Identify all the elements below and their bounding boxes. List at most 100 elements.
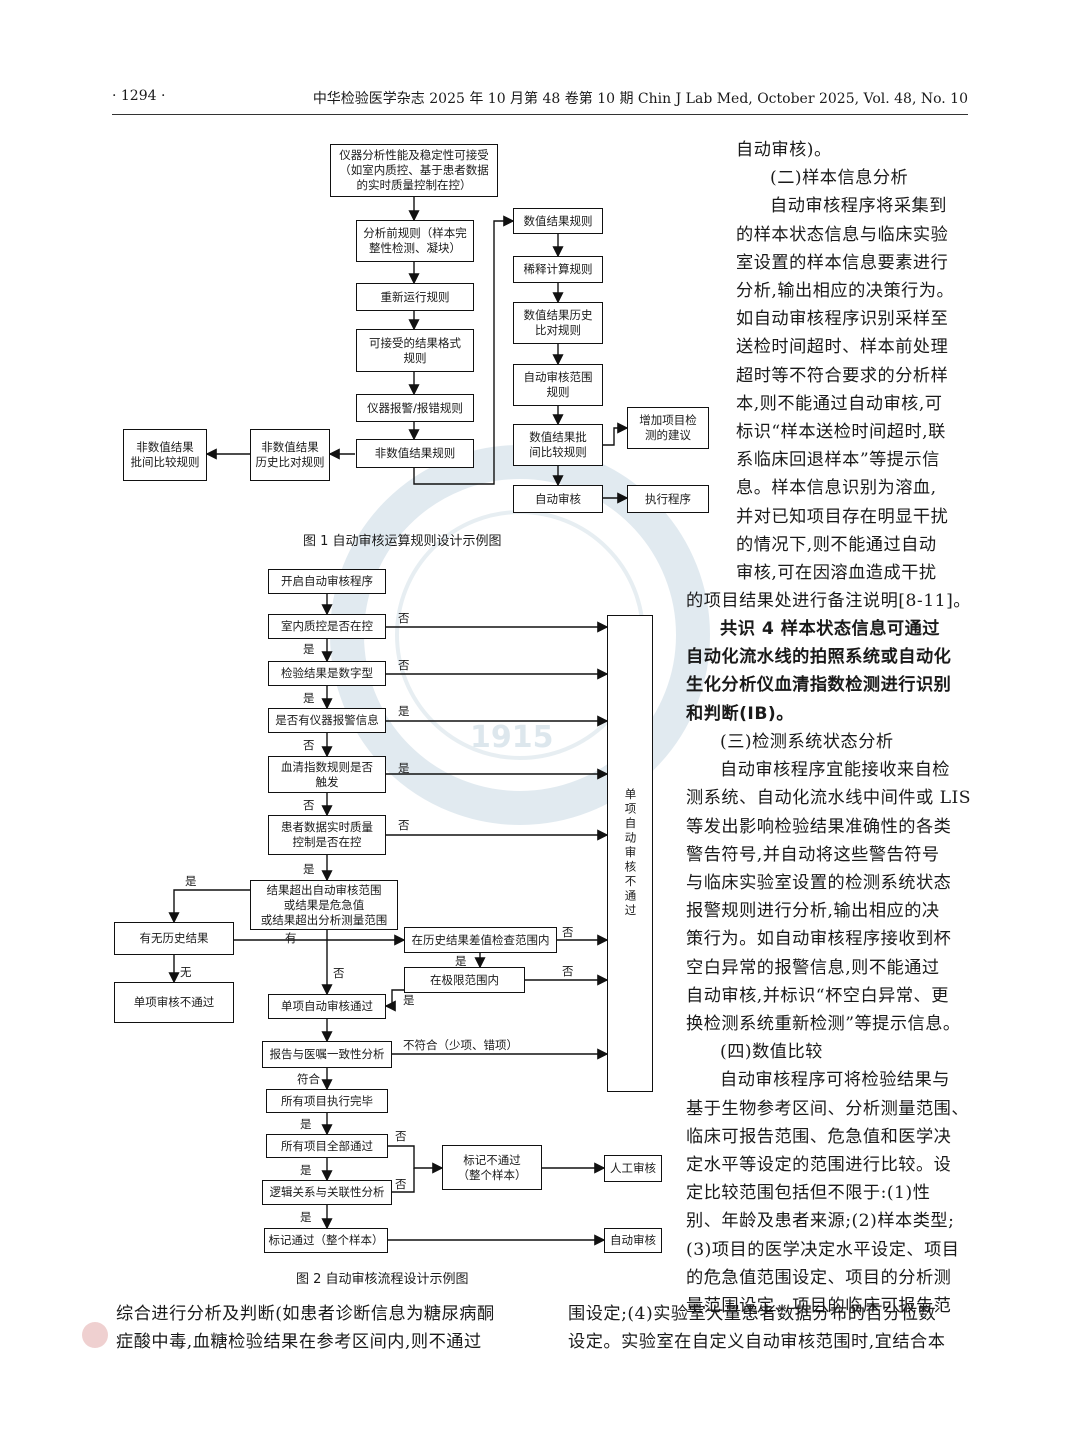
lbl-no: 否 bbox=[398, 611, 410, 625]
text-line: 审核,可在因溶血造成干扰 bbox=[736, 563, 937, 584]
fig1-numeric-box: 数值结果规则 bbox=[513, 208, 603, 234]
fig1-nonnumeric-history-box: 非数值结果 历史比对规则 bbox=[250, 429, 330, 481]
text-line: 分析,输出相应的决策行为。 bbox=[736, 281, 955, 302]
text-line: 临床可报告范围、危急值和医学决 bbox=[686, 1126, 952, 1147]
text-line: 标识“样本送检时间超时,联 bbox=[736, 422, 946, 443]
header-rule bbox=[112, 114, 968, 115]
section2-title: (二)样本信息分析 bbox=[770, 168, 909, 189]
text-line: 的危急值范围设定、项目的分析测 bbox=[686, 1267, 952, 1288]
section3-title: (三)检测系统状态分析 bbox=[720, 732, 894, 752]
figure2-caption: 图 2 自动审核流程设计示例图 bbox=[296, 1272, 469, 1287]
text-line: 基于生物参考区间、分析测量范围、 bbox=[686, 1098, 970, 1119]
text-line: 策行为。如自动审核程序接收到杯 bbox=[686, 929, 952, 950]
lbl-mismatch: 不符合（少项、错项） bbox=[403, 1038, 518, 1052]
text-line: 等发出影响检验结果准确性的各类 bbox=[686, 816, 952, 837]
text-line: 如自动审核程序识别采样至 bbox=[736, 309, 949, 330]
text-line: 自动审核程序将采集到 bbox=[770, 196, 947, 217]
fig2-consistency-box: 报告与医嘱一致性分析 bbox=[262, 1041, 392, 1068]
lbl-yes: 是 bbox=[398, 704, 410, 718]
text-line: 警告符号,并自动将这些警告符号 bbox=[686, 844, 940, 865]
fig1-autoverify-box: 自动审核 bbox=[513, 485, 603, 513]
consensus-line: 共识 4 样本状态信息可通过 bbox=[720, 619, 940, 639]
fig1-nonnumeric-box: 非数值结果规则 bbox=[356, 439, 474, 468]
text-line: 与临床实验室设置的检测系统状态 bbox=[686, 873, 952, 894]
fig1-rerun-box: 重新运行规则 bbox=[356, 283, 474, 311]
text-line: 症酸中毒,血糖检验结果在参考区间内,则不通过 bbox=[116, 1332, 482, 1353]
fig1-dilution-box: 稀释计算规则 bbox=[513, 256, 603, 283]
lbl-yes: 是 bbox=[300, 1163, 312, 1177]
lbl-no: 否 bbox=[303, 798, 315, 812]
consensus-4: 共识 4 样本状态信息可通过 自动化流水线的拍照系统或自动化 生化分析仪血清指数… bbox=[686, 615, 951, 728]
lbl-yes: 是 bbox=[303, 642, 315, 656]
text-line: 自动审核)。 bbox=[736, 140, 832, 160]
fig2-qc-box: 室内质控是否在控 bbox=[268, 614, 386, 639]
right-bottom-text: 围设定;(4)实验室大量患者数据分布的百分位数 设定。实验室在自定义自动审核范围… bbox=[568, 1300, 945, 1356]
fig1-execute-box: 执行程序 bbox=[627, 485, 709, 513]
text-line: 息。样本信息识别为溶血, bbox=[736, 478, 937, 499]
lbl-no: 否 bbox=[398, 658, 410, 672]
text-line: 的情况下,则不能通过自动 bbox=[736, 534, 937, 555]
text-line: 室设置的样本信息要素进行 bbox=[736, 252, 949, 273]
section4-title: (四)数值比较 bbox=[720, 1042, 823, 1063]
right-column-text: 自动审核)。 (二)样本信息分析 自动审核程序将采集到 的样本状态信息与临床实验… bbox=[686, 136, 971, 615]
lbl-yes: 是 bbox=[455, 954, 467, 968]
lbl-none: 无 bbox=[180, 965, 192, 979]
lbl-no: 否 bbox=[395, 1177, 407, 1191]
text-line: 超时等不符合要求的分析样 bbox=[736, 365, 949, 386]
lbl-no: 否 bbox=[303, 738, 315, 752]
text-line: 自动审核,并标识“杯空白异常、更 bbox=[686, 985, 949, 1006]
text-line: 量范围设定、项目的临床可报告范 bbox=[686, 1296, 952, 1317]
fig2-logic-box: 逻辑关系与关联性分析 bbox=[262, 1180, 392, 1205]
fig1-format-box: 可接受的结果格式 规则 bbox=[356, 329, 474, 372]
lbl-no: 否 bbox=[395, 1129, 407, 1143]
text-line: 系临床回退样本”等提示信 bbox=[736, 450, 940, 471]
fig1-range-box: 自动审核范围 规则 bbox=[513, 364, 603, 406]
fig1-numeric-batch-box: 数值结果批 间比较规则 bbox=[513, 424, 603, 466]
text-line: (3)项目的医学决定水平设定、项目 bbox=[686, 1239, 960, 1260]
text-line: 测系统、自动化流水线中间件或 LIS bbox=[686, 788, 972, 809]
text-line: 自动审核程序宜能接收来自检 bbox=[720, 760, 950, 781]
text-line: 定水平等设定的范围进行比较。设 bbox=[686, 1155, 952, 1176]
fig2-mark-pass-box: 标记通过（整个样本） bbox=[264, 1228, 388, 1253]
fig2-alarm-box: 是否有仪器报警信息 bbox=[268, 708, 386, 733]
text-line: 送检时间超时、样本前处理 bbox=[736, 337, 949, 358]
fig2-manual-box: 人工审核 bbox=[604, 1155, 662, 1182]
lbl-yes: 是 bbox=[303, 862, 315, 876]
fig2-outrange-box: 结果超出自动审核范围 或结果是危急值 或结果超出分析测量范围 bbox=[250, 880, 398, 930]
fig1-preanalytic-box: 分析前规则（样本完 整性检测、凝块） bbox=[356, 220, 474, 262]
fig2-single-fail-box: 单项审核不通过 bbox=[114, 982, 234, 1023]
fig1-alarm-box: 仪器报警/报错规则 bbox=[356, 394, 474, 422]
lbl-yes: 是 bbox=[403, 993, 415, 1007]
fig2-numeric-box: 检验结果是数字型 bbox=[268, 661, 386, 686]
text-line: 自动审核程序可将检验结果与 bbox=[720, 1070, 950, 1091]
lbl-yes: 是 bbox=[185, 874, 197, 888]
text-line: 空白异常的报警信息,则不能通过 bbox=[686, 957, 940, 978]
figure1-caption: 图 1 自动审核运算规则设计示例图 bbox=[303, 534, 502, 549]
consensus-line: 和判断(ⅠB)。 bbox=[686, 703, 794, 724]
text-line: 本,则不能通过自动审核,可 bbox=[736, 393, 943, 414]
text-line: 设定。实验室在自定义自动审核范围时,宜结合本 bbox=[568, 1332, 946, 1353]
text-line: 的样本状态信息与临床实验 bbox=[736, 224, 949, 245]
lbl-have: 有 bbox=[285, 931, 297, 945]
text-line: 的项目结果处进行备注说明[8-11]。 bbox=[686, 591, 971, 612]
text-line: 综合进行分析及判断(如患者诊断信息为糖尿病酮 bbox=[116, 1304, 495, 1324]
lbl-no: 否 bbox=[562, 964, 574, 978]
left-bottom-text: 综合进行分析及判断(如患者诊断信息为糖尿病酮 症酸中毒,血糖检验结果在参考区间内… bbox=[116, 1300, 495, 1356]
fig2-all-done-box: 所有项目执行完毕 bbox=[266, 1089, 388, 1113]
consensus-line: 自动化流水线的拍照系统或自动化 bbox=[686, 647, 952, 668]
publisher-logo-icon bbox=[82, 1322, 108, 1348]
fig2-serum-index-box: 血清指数规则是否 触发 bbox=[268, 756, 386, 793]
fig2-big-fail-box: 单项自动审核不通过 bbox=[607, 615, 653, 1092]
journal-info: 中华检验医学杂志 2025 年 10 月第 48 卷第 10 期 Chin J … bbox=[312, 91, 968, 107]
watermark-year: 1915 bbox=[470, 720, 554, 755]
fig2-start-box: 开启自动审核程序 bbox=[268, 569, 386, 594]
text-line: 换检测系统重新检测”等提示信息。 bbox=[686, 1014, 961, 1035]
fig1-add-test-box: 增加项目检 测的建议 bbox=[627, 407, 709, 449]
page-header: · 1294 · 中华检验医学杂志 2025 年 10 月第 48 卷第 10 … bbox=[112, 86, 968, 110]
lbl-match: 符合 bbox=[297, 1072, 320, 1086]
fig2-auto-box: 自动审核 bbox=[604, 1228, 662, 1253]
fig1-numeric-history-box: 数值结果历史 比对规则 bbox=[513, 302, 603, 344]
fig2-mark-fail-box: 标记不通过 （整个样本） bbox=[442, 1145, 542, 1190]
consensus-line: 生化分析仪血清指数检测进行识别 bbox=[686, 675, 952, 696]
lbl-no: 否 bbox=[562, 925, 574, 939]
